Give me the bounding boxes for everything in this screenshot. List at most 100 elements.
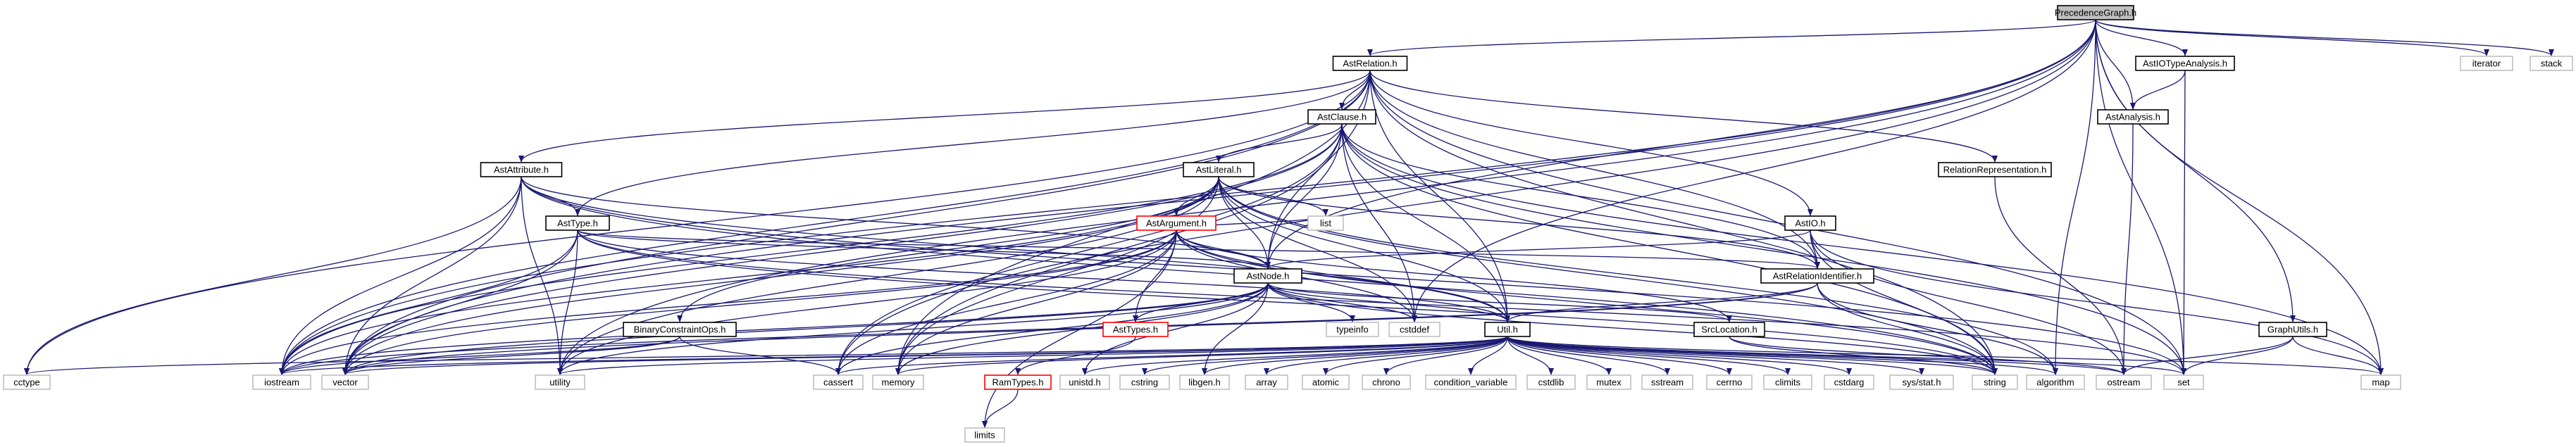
edge-astattribute-to-utility xyxy=(521,176,563,375)
node-box xyxy=(480,162,563,177)
node-box xyxy=(2057,5,2134,20)
edge-astargument-to-util xyxy=(1176,229,1510,322)
edge-astnode-to-vector xyxy=(342,282,1269,375)
edge-astliteral-to-astargument xyxy=(1174,176,1219,216)
node-astio-h[interactable]: AstIO.h xyxy=(1784,215,1836,231)
node-asttype-h[interactable]: AstType.h xyxy=(545,215,610,231)
edge-astclause-to-memory xyxy=(895,123,1343,375)
node-box xyxy=(1586,374,1631,390)
edge-util-to-utility xyxy=(557,336,1508,375)
edge-util-to-set xyxy=(1507,336,2186,375)
node-box xyxy=(1059,374,1110,390)
node-label: AstClause.h xyxy=(1317,112,1367,122)
node-label: condition_variable xyxy=(1434,377,1508,388)
node-box xyxy=(1119,374,1170,390)
edge-astclause-to-util xyxy=(1341,123,1510,322)
node-label: iterator xyxy=(2472,58,2501,69)
node-box xyxy=(1706,374,1753,390)
node-box xyxy=(1326,322,1379,337)
edge-astio-to-ostream xyxy=(1810,229,2127,375)
node-array: array xyxy=(1245,374,1288,390)
node-astrelationidentifier-h[interactable]: AstRelationIdentifier.h xyxy=(1760,268,1874,284)
edge-util-to-libgen xyxy=(1202,336,1508,375)
node-cstring: cstring xyxy=(1119,374,1170,390)
edge-astargument-to-vector xyxy=(342,229,1177,375)
node-box xyxy=(1388,322,1441,337)
node-label: AstIOTypeAnalysis.h xyxy=(2143,58,2227,69)
node-astrelation-h[interactable]: AstRelation.h xyxy=(1332,56,1408,71)
edge-astrelation-to-iostream xyxy=(279,70,1371,375)
edge-astrelation-to-astattribute xyxy=(518,70,1371,163)
edge-astargument-to-iostream xyxy=(279,229,1177,375)
node-condition-variable: condition_variable xyxy=(1425,374,1517,390)
node-unistd-h: unistd.h xyxy=(1059,374,1110,390)
edge-util-to-ostream xyxy=(1507,336,2127,375)
edge-astattribute-to-cctype xyxy=(24,176,522,375)
node-astnode-h[interactable]: AstNode.h xyxy=(1233,268,1302,284)
node-astargument-h[interactable]: AstArgument.h xyxy=(1136,215,1217,231)
edge-astclause-to-astliteral xyxy=(1216,123,1343,163)
edge-util-to-string xyxy=(1507,336,1998,375)
node-label: atomic xyxy=(1312,377,1340,388)
edge-astnode-to-unistd xyxy=(1082,282,1269,375)
edge-astargument-to-cassert xyxy=(835,229,1177,375)
edge-graphutils-to-map xyxy=(2292,336,2384,375)
edge-util-to-climits xyxy=(1507,336,1791,375)
edge-astliteral-to-astrelationidentifier xyxy=(1218,176,1820,269)
edge-astrelationidentifier-to-vector xyxy=(342,282,1818,375)
node-label: cerrno xyxy=(1717,377,1743,388)
node-label: SrcLocation.h xyxy=(1701,325,1757,335)
node-box xyxy=(2026,374,2085,390)
edge-astliteral-to-string xyxy=(1218,176,1998,375)
node-astliteral-h[interactable]: AstLiteral.h xyxy=(1183,162,1255,177)
node-sstream: sstream xyxy=(1641,374,1693,390)
node-srclocation-h[interactable]: SrcLocation.h xyxy=(1693,322,1765,337)
node-astclause-h[interactable]: AstClause.h xyxy=(1307,109,1376,125)
node-label: cctype xyxy=(13,377,40,388)
node-label: AstNode.h xyxy=(1247,271,1290,282)
node-label: cstdlib xyxy=(1538,377,1564,388)
node-precedencegraph-h[interactable]: PrecedenceGraph.h xyxy=(2055,5,2136,20)
node-utility: utility xyxy=(535,374,585,390)
edge-precedencegraph-to-algorithm xyxy=(2053,19,2096,375)
edge-astanalysis-to-ostream xyxy=(2121,123,2134,375)
node-box xyxy=(872,374,924,390)
node-cctype: cctype xyxy=(3,374,51,390)
edge-astnode-to-srclocation xyxy=(1267,282,1732,322)
node-label: AstIO.h xyxy=(1795,218,1825,229)
node-box xyxy=(1693,322,1765,337)
node-cstddef: cstddef xyxy=(1388,322,1441,337)
node-limits: limits xyxy=(964,427,1005,443)
edge-util-to-cctype xyxy=(24,336,1508,375)
node-astattribute-h[interactable]: AstAttribute.h xyxy=(480,162,563,177)
edge-astclause-to-cassert xyxy=(835,123,1343,375)
node-astiotypeanalysis-h[interactable]: AstIOTypeAnalysis.h xyxy=(2135,56,2235,71)
edge-astrelation-to-vector xyxy=(342,70,1371,375)
node-astanalysis-h[interactable]: AstAnalysis.h xyxy=(2097,109,2169,125)
edge-astnode-to-utility xyxy=(557,282,1269,375)
node-cstdlib: cstdlib xyxy=(1526,374,1576,390)
node-set: set xyxy=(2163,374,2204,390)
node-label: BinaryConstraintOps.h xyxy=(634,325,726,335)
node-box xyxy=(2360,374,2401,390)
node-sys-stat-h: sys/stat.h xyxy=(1889,374,1954,390)
node-box xyxy=(1784,215,1836,231)
node-label: map xyxy=(2372,377,2389,388)
node-asttypes-h[interactable]: AstTypes.h xyxy=(1102,322,1169,337)
edge-ramtypes-to-limits xyxy=(982,389,1019,428)
edge-util-to-vector xyxy=(342,336,1508,375)
node-ramtypes-h[interactable]: RamTypes.h xyxy=(984,374,1052,390)
node-binaryconstraintops-h[interactable]: BinaryConstraintOps.h xyxy=(623,322,737,337)
node-box xyxy=(1179,374,1230,390)
edge-precedencegraph-to-astanalysis xyxy=(2095,19,2136,110)
node-label: utility xyxy=(549,377,571,388)
edge-astclause-to-vector xyxy=(342,123,1343,375)
node-relationrepresentation-h[interactable]: RelationRepresentation.h xyxy=(1938,162,2052,177)
node-cerrno: cerrno xyxy=(1706,374,1753,390)
node-vector: vector xyxy=(321,374,369,390)
node-typeinfo: typeinfo xyxy=(1326,322,1379,337)
node-util-h[interactable]: Util.h xyxy=(1484,322,1531,337)
node-label: list xyxy=(1320,218,1331,229)
node-graphutils-h[interactable]: GraphUtils.h xyxy=(2258,322,2327,337)
edge-astattribute-to-iostream xyxy=(279,176,522,375)
